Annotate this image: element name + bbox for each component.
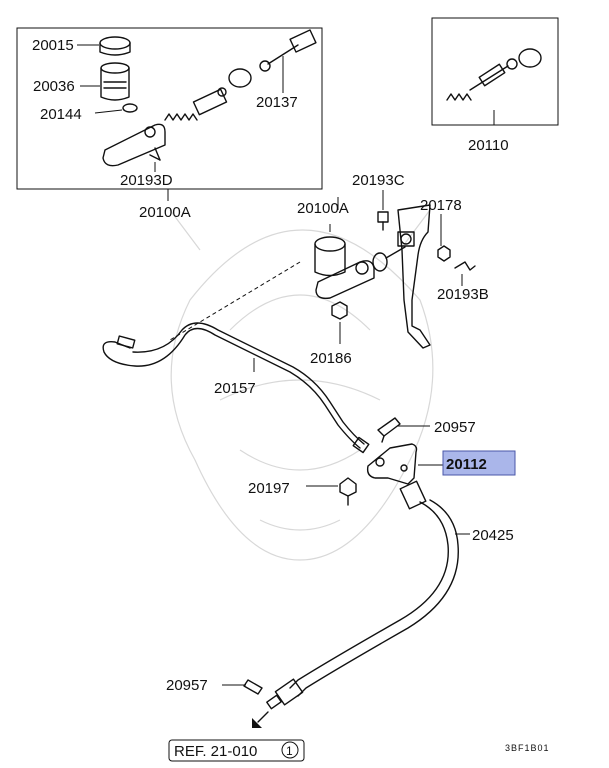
label-20425[interactable]: 20425 xyxy=(472,527,514,544)
piston-spring xyxy=(164,87,228,121)
label-20100a-kit[interactable]: 20100A xyxy=(139,204,191,221)
label-20957-bottom[interactable]: 20957 xyxy=(166,677,208,694)
reference-arrow xyxy=(252,711,269,728)
kit-box-20110 xyxy=(431,17,559,126)
push-rod-kit xyxy=(228,29,317,88)
label-20110[interactable]: 20110 xyxy=(468,137,509,154)
highlight-box-20112 xyxy=(442,450,516,476)
label-20193d[interactable]: 20193D xyxy=(120,172,173,189)
cylinder-body-kit xyxy=(102,123,166,167)
label-20197[interactable]: 20197 xyxy=(248,480,290,497)
bolt-20193c xyxy=(377,211,389,231)
label-20015[interactable]: 20015 xyxy=(32,37,74,54)
diagram-code: 3BF1B01 xyxy=(505,743,550,753)
label-20186[interactable]: 20186 xyxy=(310,350,352,367)
label-20957-top[interactable]: 20957 xyxy=(434,419,476,436)
bolt-20197 xyxy=(339,477,357,506)
grommet xyxy=(122,103,138,113)
label-20144[interactable]: 20144 xyxy=(40,106,82,123)
reference-circled-number: 1 xyxy=(286,744,293,758)
reservoir-cap xyxy=(99,36,131,56)
clip-20957-bottom xyxy=(243,679,263,695)
clip-20193b xyxy=(454,261,476,271)
clip-20957-top xyxy=(377,417,401,443)
reservoir xyxy=(100,62,130,101)
label-20036[interactable]: 20036 xyxy=(33,78,75,95)
bushing-20178 xyxy=(437,245,451,262)
reference-box[interactable]: REF. 21-010 1 xyxy=(168,739,305,762)
label-20193b[interactable]: 20193B xyxy=(437,286,489,303)
label-20178[interactable]: 20178 xyxy=(420,197,462,214)
clutch-hose xyxy=(266,480,459,710)
pin xyxy=(149,154,161,161)
label-20137[interactable]: 20137 xyxy=(256,94,298,111)
clutch-pedal xyxy=(397,204,431,349)
label-20193c[interactable]: 20193C xyxy=(352,172,405,189)
master-cylinder xyxy=(314,236,406,300)
kit-box-20100a xyxy=(16,27,323,190)
label-20157[interactable]: 20157 xyxy=(214,380,256,397)
bracket-20112 xyxy=(366,443,418,485)
watermark-emblem xyxy=(169,209,434,561)
label-20100a[interactable]: 20100A xyxy=(297,200,349,217)
label-20112[interactable]: 20112 xyxy=(446,456,487,473)
reference-text: REF. 21-010 xyxy=(174,743,257,760)
clutch-pipe xyxy=(102,322,370,454)
nut-20186 xyxy=(331,301,348,320)
repair-kit-parts xyxy=(446,48,542,101)
